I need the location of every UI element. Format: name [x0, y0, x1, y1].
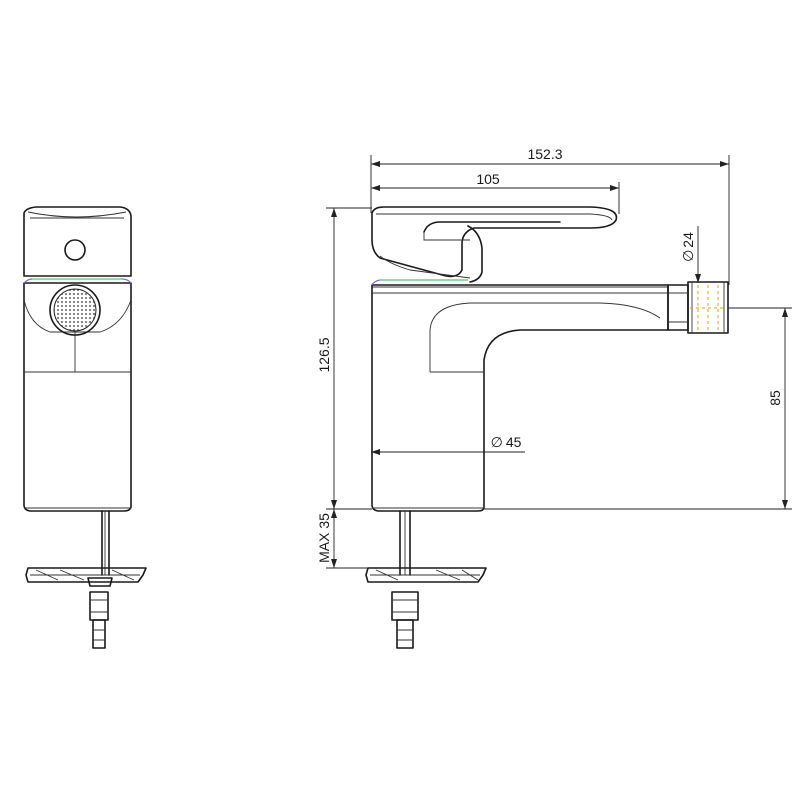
front-body: [23, 278, 132, 512]
front-view: [23, 206, 147, 649]
side-view: 152.3 105 126.5 MAX 35 85 ∅24 ∅45: [316, 146, 792, 649]
label-total-height: 126.5: [316, 337, 332, 372]
label-max-mount: MAX 35: [316, 513, 332, 563]
diameter-symbol-icon: ∅: [680, 250, 696, 262]
label-overall-width: 152.3: [527, 146, 562, 162]
label-outlet-diameter: ∅24: [680, 232, 696, 262]
diameter-symbol-icon: ∅: [491, 434, 503, 450]
front-mounting: [25, 510, 147, 649]
dimension-body-diameter: ∅45: [371, 434, 525, 455]
dimension-overall-width: 152.3: [370, 146, 730, 285]
side-body: [371, 279, 669, 512]
dimension-max-mount: MAX 35: [316, 509, 368, 569]
side-mounting: [365, 510, 487, 649]
handle-hole-icon: [64, 239, 86, 261]
side-outlet: [667, 281, 729, 334]
front-handle: [23, 206, 132, 277]
label-body-diameter: ∅45: [491, 434, 522, 450]
dimension-outlet-height: 85: [484, 307, 792, 510]
side-handle: [371, 206, 618, 283]
dimension-total-height: 126.5: [316, 207, 372, 510]
dimension-spout-width: 105: [371, 171, 620, 214]
label-outlet-height: 85: [767, 390, 783, 406]
dimension-outlet-diameter: ∅24: [680, 226, 701, 283]
label-spout-width: 105: [476, 171, 500, 187]
aerator-icon: [49, 284, 101, 336]
